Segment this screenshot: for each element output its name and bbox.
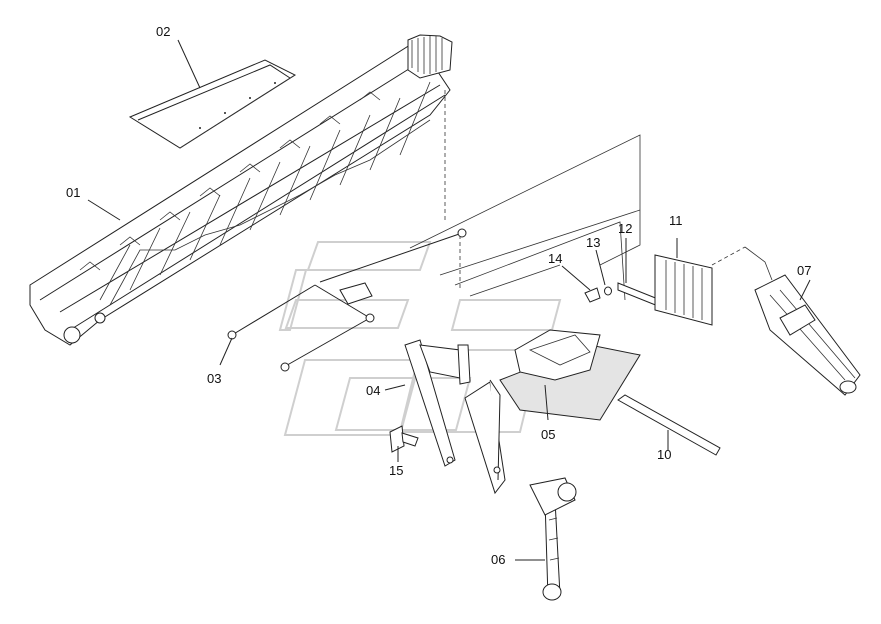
- callout-11: 11: [669, 213, 683, 228]
- part-04-brackets: [404, 339, 506, 495]
- alignment-lines: [444, 90, 746, 290]
- part-02-cover: [128, 59, 297, 149]
- part-15-clip: [389, 425, 419, 453]
- callout-15: 15: [389, 463, 404, 478]
- callout-06: 06: [491, 552, 506, 567]
- part-11-plate: [654, 254, 713, 326]
- callout-10: 10: [657, 447, 672, 462]
- callout-01: 01: [66, 185, 81, 200]
- part-07-auger-unit: [744, 246, 861, 396]
- leader-lines: [87, 39, 811, 561]
- callout-13: 13: [586, 235, 601, 250]
- callout-03: 03: [207, 371, 222, 386]
- callout-04: 04: [366, 383, 381, 398]
- callout-02: 02: [156, 24, 171, 39]
- callout-07: 07: [797, 263, 812, 278]
- part-05-base: [499, 329, 641, 421]
- part-frame-outline: [409, 134, 641, 301]
- part-10-rail: [617, 394, 721, 456]
- part-03-linkage: [227, 228, 467, 372]
- callout-12: 12: [618, 221, 633, 236]
- callout-14: 14: [548, 251, 563, 266]
- callout-05: 05: [541, 427, 556, 442]
- part-06-tube: [529, 477, 577, 601]
- part-01-conveyor: [29, 34, 453, 346]
